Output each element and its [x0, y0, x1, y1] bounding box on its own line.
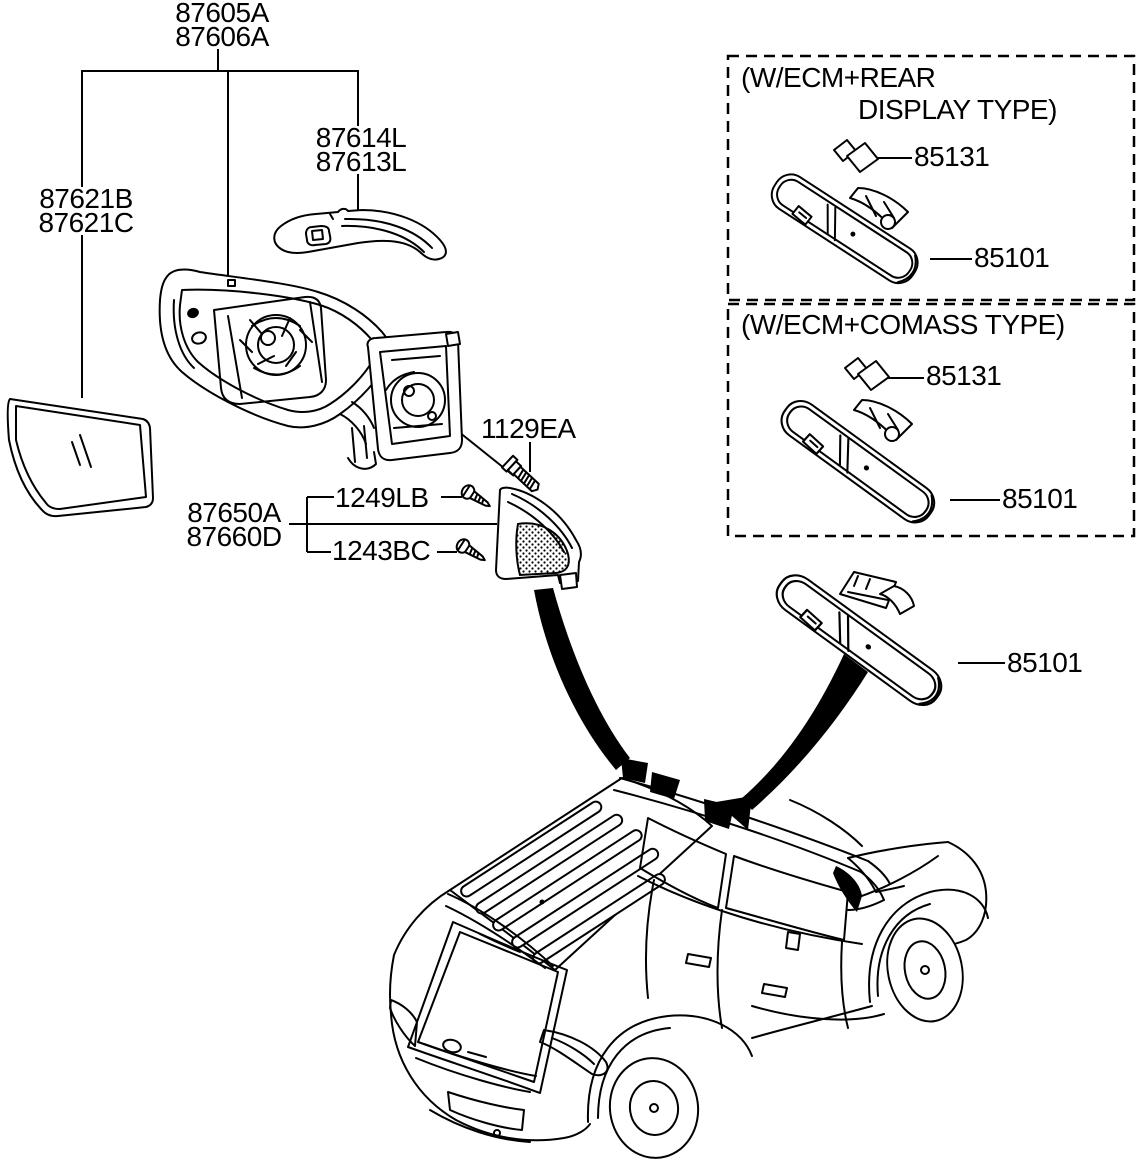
part-label-mirror-cover: 87650A 87660D: [179, 497, 289, 552]
part-number: 87650A: [187, 497, 281, 528]
part-number: 87614L: [315, 122, 407, 153]
part-number: 87621B: [39, 183, 133, 214]
box2-label-sensor: 85131: [925, 360, 1003, 391]
ecm-compass-box-border: [726, 302, 1136, 538]
box1-title-line1: (W/ECM+REAR: [740, 62, 937, 93]
screw-1249lb-icon: [458, 481, 495, 514]
box1-title-line2: DISPLAY TYPE): [857, 94, 1058, 125]
part-label-screw-upper: 1249LB: [334, 482, 430, 513]
vehicle-drawing: [389, 777, 989, 1159]
side-mirror-assembly-drawing: [158, 268, 463, 470]
inside-mirror-drawing: [768, 566, 950, 714]
ecm-compass-mirror-drawing: [773, 357, 943, 531]
location-arrow-left: [534, 588, 680, 799]
part-label-repeater-lamp: 87614L 87613L: [308, 122, 414, 177]
box1-label-mirror: 85101: [973, 242, 1051, 273]
part-number: 87621C: [38, 207, 134, 238]
turn-signal-lamp-drawing: [273, 207, 447, 261]
part-number: 87606A: [175, 21, 269, 52]
part-label-mirror-assy: 87605A 87606A: [166, 0, 278, 52]
part-number: 87613L: [315, 146, 407, 177]
part-label-screw-lower: 1243BC: [331, 535, 432, 566]
ecm-rear-display-box-border: [726, 54, 1136, 302]
mirror-glass-drawing: [6, 398, 154, 518]
part-label-mirror-glass: 87621B 87621C: [32, 183, 140, 238]
box2-title: (W/ECM+COMASS TYPE): [740, 309, 1066, 340]
part-number: 87660D: [186, 521, 282, 552]
box2-label-mirror: 85101: [1001, 483, 1079, 514]
part-label-pivot-bolt: 1129EA: [480, 413, 577, 444]
label-inside-mirror: 85101: [1006, 647, 1084, 678]
sunroof-ribs: [460, 800, 666, 965]
bolt-1129ea-icon: [501, 454, 540, 493]
box1-label-sensor: 85131: [913, 141, 991, 172]
mirror-cover-drawing: [495, 486, 582, 590]
screw-1243bc-icon: [453, 535, 490, 568]
part-number: 87605A: [175, 0, 269, 28]
ecm-rear-display-mirror-drawing: [764, 139, 926, 291]
location-arrow-right: [704, 654, 868, 830]
